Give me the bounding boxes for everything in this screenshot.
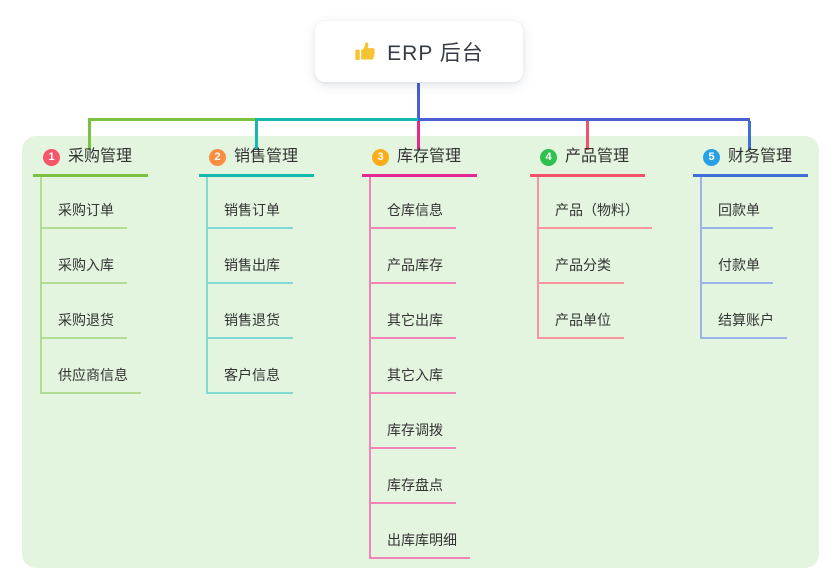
child-row: 付款单 bbox=[702, 229, 808, 284]
child-row: 采购入库 bbox=[42, 229, 148, 284]
child-node[interactable]: 库存盘点 bbox=[371, 475, 456, 504]
child-node[interactable]: 回款单 bbox=[702, 200, 773, 229]
branch-title-product[interactable]: 4 产品管理 bbox=[530, 146, 645, 177]
child-node[interactable]: 供应商信息 bbox=[42, 365, 141, 394]
branch-title-label: 财务管理 bbox=[728, 148, 793, 165]
child-node[interactable]: 仓库信息 bbox=[371, 200, 456, 229]
branch-title-label: 采购管理 bbox=[68, 148, 133, 165]
branch-number-badge: 1 bbox=[43, 148, 60, 166]
branch-number-badge: 5 bbox=[703, 148, 720, 166]
branch-title-label: 销售管理 bbox=[234, 148, 299, 165]
branch-number-badge: 4 bbox=[540, 148, 557, 166]
connector-bus-sales bbox=[255, 118, 418, 121]
connector-drop-product bbox=[586, 121, 589, 150]
child-row: 产品单位 bbox=[539, 284, 645, 339]
child-row: 回款单 bbox=[702, 177, 808, 229]
child-row: 销售退货 bbox=[208, 284, 314, 339]
child-node[interactable]: 采购订单 bbox=[42, 200, 127, 229]
child-node[interactable]: 结算账户 bbox=[702, 310, 787, 339]
child-row: 采购订单 bbox=[42, 177, 148, 229]
child-node[interactable]: 产品（物料） bbox=[539, 200, 652, 229]
child-row: 其它入库 bbox=[371, 339, 477, 394]
branch-finance: 5 财务管理 回款单 付款单 结算账户 bbox=[693, 146, 808, 339]
child-row: 其它出库 bbox=[371, 284, 477, 339]
thumbs-up-icon bbox=[354, 40, 377, 63]
branch-title-finance[interactable]: 5 财务管理 bbox=[693, 146, 808, 177]
child-row: 库存盘点 bbox=[371, 449, 477, 504]
child-node[interactable]: 库存调拨 bbox=[371, 420, 456, 449]
branch-title-sales[interactable]: 2 销售管理 bbox=[199, 146, 314, 177]
child-node[interactable]: 其它入库 bbox=[371, 365, 456, 394]
child-node[interactable]: 销售订单 bbox=[208, 200, 293, 229]
connector-drop-sales bbox=[255, 121, 258, 150]
child-row: 产品库存 bbox=[371, 229, 477, 284]
child-node[interactable]: 其它出库 bbox=[371, 310, 456, 339]
branch-number-badge: 3 bbox=[372, 148, 389, 166]
child-row: 产品（物料） bbox=[539, 177, 652, 229]
branch-children: 销售订单 销售出库 销售退货 客户信息 bbox=[206, 177, 314, 394]
child-row: 客户信息 bbox=[208, 339, 314, 394]
child-row: 结算账户 bbox=[702, 284, 808, 339]
child-row: 产品分类 bbox=[539, 229, 645, 284]
mindmap-panel bbox=[22, 136, 819, 568]
child-node[interactable]: 产品分类 bbox=[539, 255, 624, 284]
child-row: 采购退货 bbox=[42, 284, 148, 339]
child-row: 库存调拨 bbox=[371, 394, 477, 449]
connector-bus-right bbox=[420, 118, 750, 121]
branch-product: 4 产品管理 产品（物料） 产品分类 产品单位 bbox=[530, 146, 652, 339]
branch-inventory: 3 库存管理 仓库信息 产品库存 其它出库 其它入库 库存调拨 库存盘点 出库库… bbox=[362, 146, 477, 559]
connector-bus-purchase bbox=[88, 118, 255, 121]
child-node[interactable]: 销售出库 bbox=[208, 255, 293, 284]
branch-sales: 2 销售管理 销售订单 销售出库 销售退货 客户信息 bbox=[199, 146, 314, 394]
child-node[interactable]: 出库库明细 bbox=[371, 530, 470, 559]
child-node[interactable]: 销售退货 bbox=[208, 310, 293, 339]
branch-title-purchase[interactable]: 1 采购管理 bbox=[33, 146, 148, 177]
root-node[interactable]: ERP 后台 bbox=[315, 21, 523, 82]
connector-drop-purchase bbox=[88, 121, 91, 150]
branch-title-label: 产品管理 bbox=[565, 148, 630, 165]
child-row: 出库库明细 bbox=[371, 504, 477, 559]
branch-title-label: 库存管理 bbox=[397, 148, 462, 165]
child-node[interactable]: 产品单位 bbox=[539, 310, 624, 339]
child-node[interactable]: 产品库存 bbox=[371, 255, 456, 284]
child-node[interactable]: 客户信息 bbox=[208, 365, 293, 394]
child-node[interactable]: 采购入库 bbox=[42, 255, 127, 284]
child-node[interactable]: 采购退货 bbox=[42, 310, 127, 339]
connector-drop-finance bbox=[748, 121, 751, 150]
root-node-label: ERP 后台 bbox=[387, 41, 484, 65]
child-row: 仓库信息 bbox=[371, 177, 477, 229]
branch-title-inventory[interactable]: 3 库存管理 bbox=[362, 146, 477, 177]
child-node[interactable]: 付款单 bbox=[702, 255, 773, 284]
branch-children: 仓库信息 产品库存 其它出库 其它入库 库存调拨 库存盘点 出库库明细 bbox=[369, 177, 477, 559]
branch-children: 回款单 付款单 结算账户 bbox=[700, 177, 808, 339]
branch-children: 采购订单 采购入库 采购退货 供应商信息 bbox=[40, 177, 148, 394]
branch-number-badge: 2 bbox=[209, 148, 226, 166]
branch-children: 产品（物料） 产品分类 产品单位 bbox=[537, 177, 652, 339]
connector-drop-inventory bbox=[417, 121, 420, 150]
child-row: 销售订单 bbox=[208, 177, 314, 229]
connector-root bbox=[417, 83, 420, 121]
child-row: 供应商信息 bbox=[42, 339, 148, 394]
child-row: 销售出库 bbox=[208, 229, 314, 284]
branch-purchase: 1 采购管理 采购订单 采购入库 采购退货 供应商信息 bbox=[33, 146, 148, 394]
